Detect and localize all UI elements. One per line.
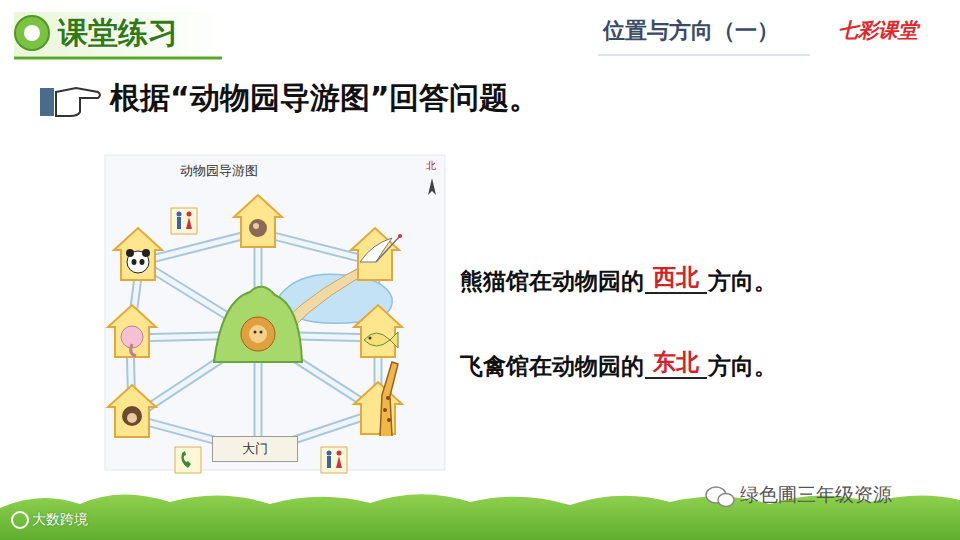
panda-house <box>114 228 162 280</box>
bird-house <box>351 228 402 280</box>
map-panel <box>105 155 445 470</box>
pointing-hand-icon <box>40 88 100 116</box>
instruction-text: 根据“动物园导游图”回答问题。 <box>110 80 539 116</box>
road-network <box>130 232 378 452</box>
watermark: 绿色圃三年级资源 <box>740 483 892 506</box>
monkey-house <box>108 385 156 437</box>
source-mark: 大数跨境 <box>32 511 88 528</box>
header-ground <box>0 0 960 62</box>
map-title: 动物园导游图 <box>180 163 258 179</box>
slide-heading: 课堂练习 <box>58 15 178 51</box>
north-arrow <box>428 178 436 195</box>
gate-label: 大门 <box>242 440 268 458</box>
toilet-icon <box>321 447 347 473</box>
brand-logo: 七彩课堂 <box>838 18 918 42</box>
question-text: 熊猫馆在动物园的 <box>460 268 644 296</box>
toilet-icon <box>171 208 197 234</box>
header-badge <box>15 16 49 50</box>
question-text: 飞禽馆在动物园的 <box>460 353 644 381</box>
fish-house <box>354 305 402 357</box>
elephant-house <box>108 305 156 357</box>
lion-hill <box>214 287 302 362</box>
gate-box: 大门 <box>212 436 298 462</box>
giraffe-house <box>354 362 402 436</box>
lesson-title: 位置与方向（一） <box>603 18 779 44</box>
question-text: 方向。 <box>708 268 777 296</box>
logo-mark <box>12 512 28 528</box>
phone-icon <box>175 447 201 473</box>
wechat-icon <box>706 487 734 507</box>
north-label: 北 <box>426 160 436 172</box>
question-text: 方向。 <box>708 353 777 381</box>
answer-text: 西北 <box>645 264 707 294</box>
subtitle-rule <box>598 55 810 56</box>
gorilla-house <box>234 195 282 247</box>
header-underline <box>14 57 222 60</box>
header-badge-hole <box>24 25 40 41</box>
header-banner <box>14 12 222 56</box>
answer-text: 东北 <box>645 349 707 379</box>
